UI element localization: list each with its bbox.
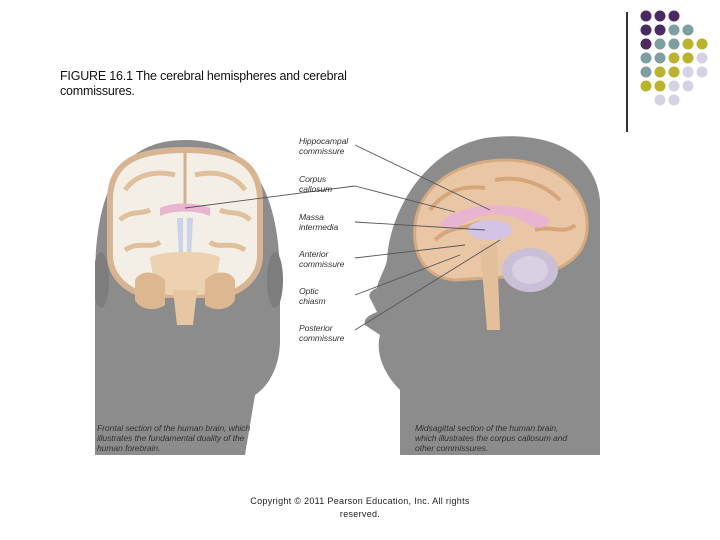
decorative-dot-grid xyxy=(640,10,708,106)
copyright-notice: Copyright © 2011 Pearson Education, Inc.… xyxy=(250,496,470,519)
caption-frontal-section: Frontal section of the human brain, whic… xyxy=(97,423,251,453)
brain-illustration xyxy=(95,136,600,455)
midsagittal-section-head xyxy=(364,136,600,455)
caption-midsagittal-section: Midsagittal section of the human brain, … xyxy=(415,423,568,453)
label-hippocampal-commissure: Hippocampal commissure xyxy=(299,136,349,156)
decorative-line xyxy=(626,12,628,132)
figure-title: FIGURE 16.1 The cerebral hemispheres and… xyxy=(60,69,347,98)
label-optic-chiasm: Optic chiasm xyxy=(299,286,326,306)
label-massa-intermedia: Massa intermedia xyxy=(299,212,339,232)
frontal-section-head xyxy=(95,140,283,455)
label-corpus-callosum: Corpus callosum xyxy=(299,174,333,194)
label-leader-lines xyxy=(184,144,501,331)
label-posterior-commissure: Posterior commissure xyxy=(299,323,345,343)
label-anterior-commissure: Anterior commissure xyxy=(299,249,345,269)
